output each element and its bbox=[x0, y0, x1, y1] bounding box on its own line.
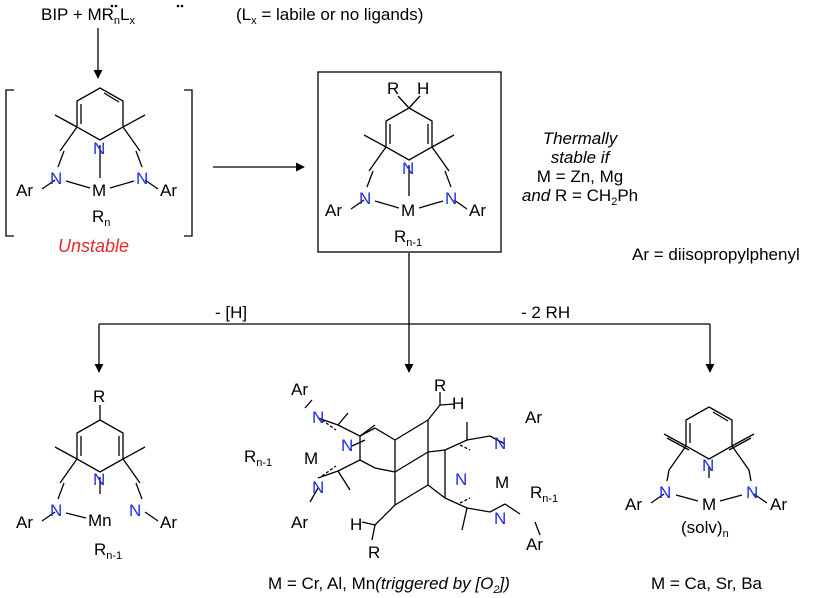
svg-text:Ar: Ar bbox=[525, 408, 542, 427]
svg-text:Ar: Ar bbox=[770, 495, 787, 514]
svg-text:N: N bbox=[93, 470, 105, 489]
svg-text:N: N bbox=[136, 169, 148, 188]
svg-text:Ar: Ar bbox=[16, 513, 33, 532]
svg-text:H: H bbox=[417, 79, 429, 98]
ar-definition: Ar = diisopropylphenyl bbox=[632, 245, 800, 264]
svg-text:Ar: Ar bbox=[160, 513, 177, 532]
svg-text:Ar: Ar bbox=[526, 535, 543, 554]
branch-left-label: - [H] bbox=[215, 303, 247, 322]
svg-text:M: M bbox=[92, 181, 106, 200]
stable-box bbox=[317, 71, 502, 253]
svg-text:Rn: Rn bbox=[92, 207, 110, 229]
svg-text:M: M bbox=[401, 201, 415, 220]
svg-text:N: N bbox=[312, 478, 324, 497]
branch-right-label: - 2 RH bbox=[521, 303, 570, 322]
thermal-note: Thermally stable if M = Zn, Mg and R = C… bbox=[522, 129, 638, 208]
svg-text:Rn-1: Rn-1 bbox=[530, 483, 558, 505]
svg-text:R: R bbox=[93, 387, 105, 406]
svg-text:Rn-1: Rn-1 bbox=[244, 447, 272, 469]
svg-text:Ar: Ar bbox=[16, 181, 33, 200]
svg-text:Ar: Ar bbox=[625, 495, 642, 514]
structure-dimer bbox=[304, 392, 541, 541]
svg-text:(Lx = labile or no ligands): (Lx = labile or no ligands) bbox=[236, 5, 423, 27]
svg-text:N: N bbox=[359, 189, 371, 208]
svg-text:Ar: Ar bbox=[291, 380, 308, 399]
svg-text:N: N bbox=[93, 139, 105, 158]
svg-text:R: R bbox=[434, 376, 446, 395]
svg-text:N: N bbox=[702, 456, 714, 475]
svg-text:stable if: stable if bbox=[551, 148, 612, 167]
svg-text:N: N bbox=[50, 169, 62, 188]
svg-text:N: N bbox=[129, 501, 141, 520]
right-caption: M = Ca, Sr, Ba bbox=[651, 574, 763, 593]
svg-text:M: M bbox=[702, 495, 716, 514]
svg-text:N: N bbox=[494, 434, 506, 453]
svg-text:Ar: Ar bbox=[160, 181, 177, 200]
structure-mn-product bbox=[41, 405, 159, 522]
brackets bbox=[5, 89, 193, 237]
svg-text:N: N bbox=[659, 483, 671, 502]
svg-text:R: R bbox=[368, 543, 380, 562]
svg-text:H: H bbox=[350, 515, 362, 534]
svg-text:N: N bbox=[312, 408, 324, 427]
unstable-label: Unstable bbox=[58, 236, 129, 256]
svg-text:N: N bbox=[402, 159, 414, 178]
svg-text:N: N bbox=[455, 470, 467, 489]
svg-text:N: N bbox=[341, 436, 353, 455]
svg-text:R: R bbox=[387, 79, 399, 98]
reagent-line: BIP + MRnLx (Lx = labile or no ligands) bbox=[41, 4, 423, 27]
svg-text:BIP + MRnLx: BIP + MRnLx bbox=[41, 5, 136, 27]
svg-text:N: N bbox=[50, 501, 62, 520]
svg-text:Mn: Mn bbox=[88, 511, 112, 530]
svg-text:H: H bbox=[452, 394, 464, 413]
svg-text:and R = CH2Ph: and R = CH2Ph bbox=[522, 186, 638, 208]
svg-text:N: N bbox=[445, 189, 457, 208]
svg-text:Ar: Ar bbox=[469, 201, 486, 220]
svg-text:Thermally: Thermally bbox=[543, 129, 619, 148]
svg-text:Ar: Ar bbox=[291, 513, 308, 532]
svg-text:N: N bbox=[494, 509, 506, 528]
structure-enamide bbox=[650, 406, 768, 504]
svg-text:Rn-1: Rn-1 bbox=[394, 227, 422, 249]
structure-dihydropyridine bbox=[350, 95, 468, 210]
structure-unstable bbox=[41, 87, 159, 190]
svg-text:Rn-1: Rn-1 bbox=[94, 540, 122, 562]
svg-text:M = Zn, Mg: M = Zn, Mg bbox=[537, 167, 623, 186]
arrows bbox=[93, 28, 715, 373]
svg-text:(solv)n: (solv)n bbox=[681, 518, 729, 540]
svg-text:M: M bbox=[495, 473, 509, 492]
svg-text:N: N bbox=[746, 483, 758, 502]
dimer-caption: M = Cr, Al, Mn(triggered by [O2]) bbox=[268, 574, 510, 596]
svg-text:Ar: Ar bbox=[325, 201, 342, 220]
svg-text:M: M bbox=[304, 449, 318, 468]
